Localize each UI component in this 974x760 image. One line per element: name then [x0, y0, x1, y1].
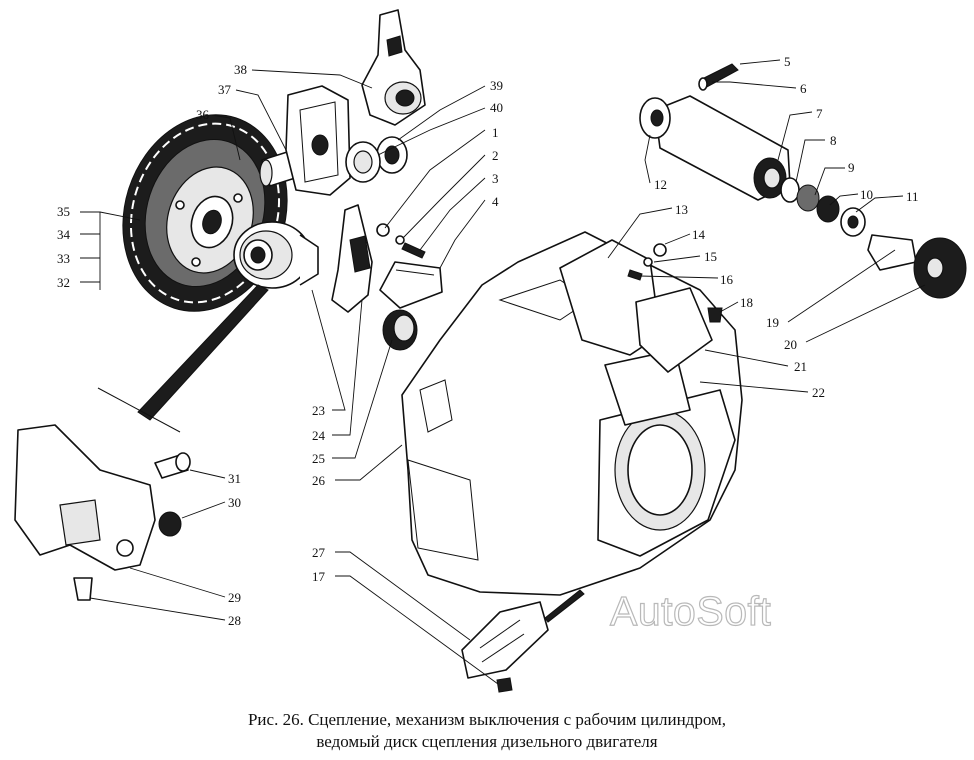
nut-14 [653, 243, 667, 257]
dust-boot [913, 237, 967, 299]
callout-4: 4 [492, 194, 499, 209]
cover-bolt [496, 677, 513, 693]
cover-plate [461, 601, 549, 679]
callout-39: 39 [490, 78, 503, 93]
washer-15 [643, 257, 653, 267]
callout-16: 16 [720, 272, 734, 287]
stud [401, 242, 426, 259]
bushing-ring [345, 141, 381, 183]
callout-27: 27 [312, 545, 326, 560]
callout-12: 12 [654, 177, 667, 192]
callout-15: 15 [704, 249, 717, 264]
callout-8: 8 [830, 133, 837, 148]
callout-31: 31 [228, 471, 241, 486]
callout-38: 38 [234, 62, 247, 77]
stud-16 [627, 269, 643, 281]
callout-10: 10 [860, 187, 873, 202]
callout-20: 20 [784, 337, 797, 352]
release-bearing [233, 221, 319, 289]
callout-3: 3 [492, 171, 499, 186]
mount-bracket [635, 287, 713, 373]
seal [382, 309, 418, 351]
driven-disc [122, 114, 288, 312]
callout-5: 5 [784, 54, 791, 69]
callout-14: 14 [692, 227, 706, 242]
detail-bracket [14, 424, 156, 571]
pin-31 [154, 452, 191, 479]
callout-37: 37 [218, 82, 232, 97]
figure-caption-line-1: Рис. 26. Сцепление, механизм выключения … [247, 710, 727, 729]
callout-17: 17 [312, 569, 326, 584]
callout-32: 32 [57, 275, 70, 290]
callout-29: 29 [228, 590, 241, 605]
bolt-28 [73, 577, 93, 601]
callout-9: 9 [848, 160, 855, 175]
callout-30: 30 [228, 495, 241, 510]
callout-24: 24 [312, 428, 326, 443]
cylinder-seals [780, 177, 866, 237]
callout-22: 22 [812, 385, 825, 400]
figure-caption-line-2: ведомый диск сцепления дизельного двигат… [316, 732, 658, 751]
bleeder-valve [698, 63, 739, 91]
callout-34: 34 [57, 227, 71, 242]
watermark: AutoSoft [609, 587, 772, 634]
callout-40: 40 [490, 100, 503, 115]
detail-pointer [97, 284, 269, 433]
needle-bearing [376, 136, 408, 174]
callout-36: 36 [196, 107, 210, 122]
callout-28: 28 [228, 613, 241, 628]
bolt-18 [707, 307, 723, 323]
callout-7: 7 [816, 106, 823, 121]
leader-lines [80, 59, 926, 685]
callout-25: 25 [312, 451, 325, 466]
bracket [379, 261, 443, 309]
callout-labels: 1 2 3 4 5 6 7 8 9 10 11 12 13 14 15 16 1… [57, 54, 919, 628]
release-fork [331, 204, 373, 313]
callout-23: 23 [312, 403, 325, 418]
callout-35: 35 [57, 204, 70, 219]
callout-26: 26 [312, 473, 326, 488]
callout-21: 21 [794, 359, 807, 374]
detail-pointer-2 [544, 589, 585, 623]
bearing-carrier [361, 9, 426, 126]
callout-18: 18 [740, 295, 753, 310]
callout-1: 1 [492, 125, 499, 140]
callout-33: 33 [57, 251, 70, 266]
callout-11: 11 [906, 189, 919, 204]
callout-6: 6 [800, 81, 807, 96]
slave-cylinder [639, 95, 791, 201]
callout-2: 2 [492, 148, 499, 163]
callout-13: 13 [675, 202, 688, 217]
washer [395, 235, 405, 245]
callout-19: 19 [766, 315, 779, 330]
bushing-30 [158, 511, 182, 537]
fork-body [285, 85, 351, 196]
